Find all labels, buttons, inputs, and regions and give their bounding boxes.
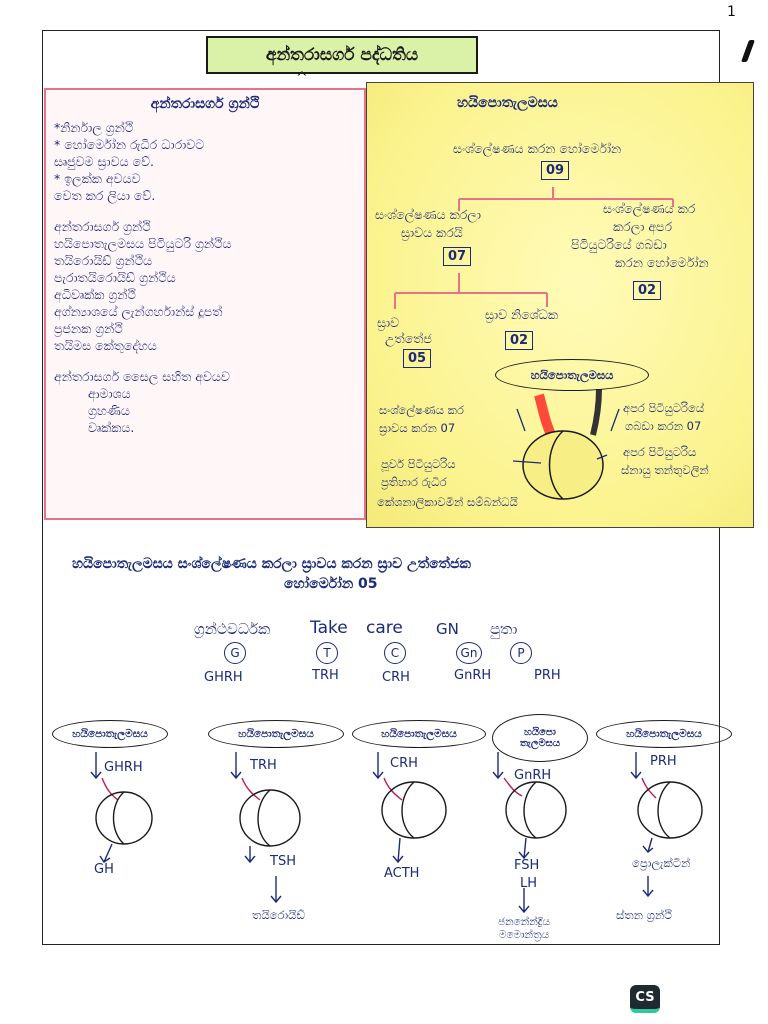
- synthesized-hormones-label: සංශ්ලේෂණය කරන හෝර්මෝන: [453, 141, 622, 156]
- hypothalamus-tree-lines: [394, 187, 674, 500]
- target-organ: ජනනේන්ද්‍රිය මමොන්ත්‍රය: [497, 916, 551, 941]
- releasing-hormone: PRH: [650, 754, 677, 769]
- target-organ: තයිරොයිඩ්: [252, 908, 305, 922]
- note-posterior-1: අපර පිටියුටරිය: [623, 445, 697, 459]
- note-secreted-1: සංශ්ලේෂණය කර: [379, 403, 464, 417]
- right-panel-heading: හයිපොතැලමසය: [457, 95, 558, 111]
- stored-label-4: කරන හෝර්මෝන: [615, 255, 709, 270]
- glands-list-title: අන්තරාසර්ග ග්‍රන්ථි: [54, 219, 151, 234]
- left-text-line: වෙත කර ලියා වේ.: [54, 188, 156, 203]
- mnemonic-word: ග්‍රන්ථවර්ධක: [194, 620, 271, 638]
- camscanner-logo: CS: [630, 985, 660, 1013]
- mnemonic-letter: C: [384, 642, 406, 664]
- note-anterior-1: පූර්ව පිටියුටරිය: [381, 457, 456, 471]
- mnemonic-letter: T: [316, 642, 338, 664]
- left-text-line: සෘජුවම ස්‍රාවය වේ.: [54, 154, 155, 169]
- releasing-hormones-section: හයිපොතැලමසය සංශ්ලේෂණය කරලා ස්‍රාවය කරන ස…: [44, 528, 732, 943]
- endocrine-glands-panel: අන්තරාසර්ග ග්‍රන්ථි *නිර්නාල ග්‍රන්ථි * …: [44, 88, 366, 520]
- target-organ: ස්තන ග්‍රන්ථි: [616, 908, 672, 922]
- releasing-hormone: TRH: [250, 758, 277, 773]
- hypothalamus-panel: හයිපොතැලමසය සංශ්ලේෂණය කරන හෝර්මෝන 09 සංශ…: [366, 82, 754, 528]
- title-caret: ^: [296, 70, 308, 86]
- bottom-diagram-lines: [90, 752, 703, 914]
- count-02-inhibiting: 02: [505, 331, 534, 350]
- stored-label-3: පිටියුටරියේ ගබඩා: [571, 237, 667, 252]
- note-anterior-2: ප්‍රතිහාර රුධිර: [381, 475, 447, 489]
- count-07: 07: [443, 247, 472, 266]
- mnemonic-letter: P: [510, 642, 532, 664]
- organ-item: ආමාශය: [88, 386, 131, 401]
- hormone-abbrev: GHRH: [204, 670, 243, 685]
- mnemonic-word: care: [366, 618, 403, 638]
- note-anterior-3: කේශනාලිකාවමින් සම්බන්ධයි: [377, 495, 518, 509]
- hormone-abbrev: GnRH: [454, 668, 492, 683]
- releasing-label-2: උත්තේජ: [385, 331, 432, 346]
- left-text-line: *නිර්නාල ග්‍රන්ථි: [54, 120, 134, 135]
- hormone-abbrev: PRH: [534, 668, 561, 683]
- mnemonic-letter: G: [224, 642, 246, 664]
- secreted-label-1: සංශ්ලේෂණය කරලා: [375, 207, 481, 222]
- edge-mark: [740, 40, 756, 62]
- gland-item: හයිපොතැලමසය පිටියුටරි ග්‍රන්ථිය: [54, 236, 232, 251]
- mnemonic-word: Take: [310, 618, 348, 638]
- inhibiting-label: ස්‍රාව නිශේධක: [485, 307, 559, 322]
- page-number: 1: [727, 4, 736, 20]
- pituitary-output: ප්‍රොලැක්ටින්: [632, 856, 691, 870]
- section-heading-line2: හෝර්මෝන 05: [284, 576, 378, 592]
- releasing-label-1: ස්‍රාව: [377, 315, 400, 330]
- hormone-abbrev: CRH: [382, 670, 410, 685]
- pituitary-output: TSH: [270, 854, 296, 869]
- releasing-hormone: GnRH: [514, 768, 552, 783]
- left-text-line: * ඉලක්ක අවයව: [54, 171, 141, 186]
- gland-item: පැරාතයිරොයිඩ් ග්‍රන්ථිය: [54, 270, 176, 285]
- pituitary-output: ACTH: [384, 866, 420, 881]
- hypothalamus-oval: හයිපොතැලමසය: [596, 720, 732, 748]
- organs-list-title: අන්තරාසර්ග සෛල සහිත අවයව: [54, 369, 230, 384]
- hormone-abbrev: TRH: [312, 668, 339, 683]
- releasing-hormone: GHRH: [104, 760, 143, 775]
- gland-item: අග්න්‍යාශයේ ලැන්ගර්හාන්ස් දූපත්: [54, 304, 223, 319]
- note-secreted-2: ස්‍රාවය කරන 07: [379, 421, 456, 435]
- hypothalamus-oval: හයිපො තැලමසය: [492, 714, 588, 762]
- pituitary-output: FSH: [514, 858, 540, 873]
- note-posterior-2: ස්නායු තන්තුවලින්: [621, 463, 709, 477]
- note-stored-2: ගබඩා කරන 07: [625, 419, 702, 433]
- hypothalamus-oval: හයිපොතැලමසය: [352, 720, 486, 748]
- secreted-label-2: ස්‍රාවය කරයි: [401, 225, 463, 240]
- hypothalamus-oval: හයිපොතැලමසය: [52, 720, 168, 748]
- organ-item: වෘක්කය.: [88, 420, 135, 435]
- left-panel-heading: අන්තරාසර්ග ග්‍රන්ථි: [150, 96, 260, 112]
- mnemonic-letter: Gn: [456, 642, 482, 664]
- organ-item: ග්‍රහණිය: [88, 403, 130, 418]
- gland-item: අධිවෘක්ක ග්‍රන්ථි: [54, 287, 136, 302]
- pituitary-output: GH: [94, 862, 114, 877]
- gland-item: තයිමස කේතුදේහය: [54, 338, 157, 353]
- hypothalamus-oval: හයිපොතැලමසය: [495, 359, 649, 391]
- left-text-line: * හෝර්මෝන රුධිර ධාරාවට: [54, 137, 205, 152]
- count-05: 05: [403, 349, 432, 368]
- hypothalamus-oval: හයිපොතැලමසය: [208, 720, 344, 748]
- section-heading-line1: හයිපොතැලමසය සංශ්ලේෂණය කරලා ස්‍රාවය කරන ස…: [72, 556, 471, 572]
- stored-label-2: කරලා අපර: [613, 219, 673, 234]
- page-title: අන්තරාසර්ග පද්ධතිය: [206, 36, 478, 74]
- count-02-stored: 02: [633, 281, 662, 300]
- note-stored-1: අපර පිටියුටරියේ: [623, 401, 705, 415]
- pituitary-output-secondary: LH: [520, 876, 538, 891]
- count-09: 09: [541, 161, 570, 180]
- releasing-hormone: CRH: [390, 756, 418, 771]
- mnemonic-word: පුතා: [490, 620, 518, 638]
- gland-item: ප්‍රජනක ග්‍රන්ථි: [54, 321, 123, 336]
- gland-item: තයිරොයිඩ් ග්‍රන්ථිය: [54, 253, 153, 268]
- mnemonic-word: GN: [436, 620, 459, 638]
- stored-label-1: සංශ්ලේෂණය කර: [603, 201, 696, 216]
